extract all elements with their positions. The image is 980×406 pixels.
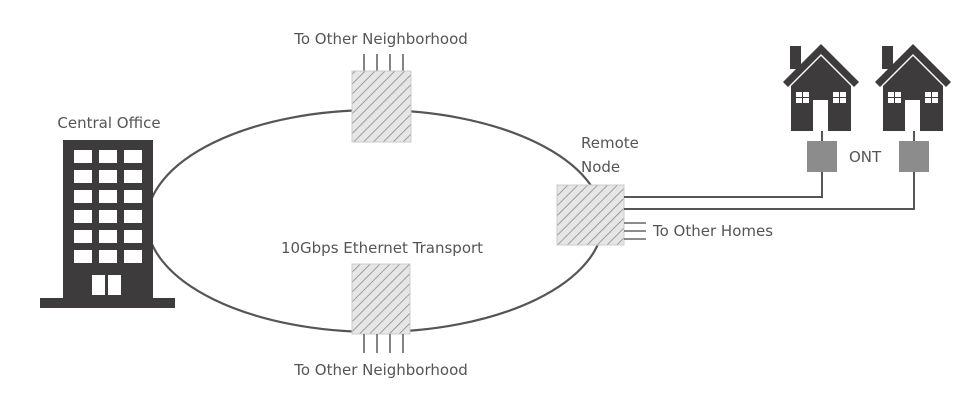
building-window [74, 170, 92, 183]
building-window [99, 210, 117, 223]
house-icon [783, 44, 859, 131]
building-window [74, 230, 92, 243]
building-window [124, 170, 142, 183]
ont-label: ONT [849, 148, 882, 166]
transport-label: 10Gbps Ethernet Transport [281, 239, 483, 257]
other-homes-stubs [624, 222, 646, 240]
house-icon [875, 44, 951, 131]
building-window [99, 230, 117, 243]
building-window [124, 250, 142, 263]
building-window [99, 190, 117, 203]
bottom-neighborhood-label: To Other Neighborhood [293, 361, 468, 379]
building-window [74, 210, 92, 223]
building-window [124, 230, 142, 243]
building-window [74, 250, 92, 263]
ont-box-right [899, 141, 929, 172]
central-office-label: Central Office [57, 114, 160, 132]
building-window [99, 150, 117, 163]
building-window [124, 190, 142, 203]
building-window [99, 170, 117, 183]
building-window [124, 210, 142, 223]
remote-node-label-line1: Remote [581, 134, 639, 152]
other-homes-label: To Other Homes [652, 222, 773, 240]
office-building-icon [40, 140, 175, 308]
bottom-neighborhood-switch [351, 263, 411, 353]
top-neighborhood-switch [351, 54, 412, 143]
remote-node-label-line2: Node [581, 158, 620, 176]
ont-box-left [807, 141, 837, 172]
top-neighborhood-label: To Other Neighborhood [293, 30, 468, 48]
fiber-lines [624, 131, 915, 210]
remote-node [556, 184, 625, 246]
building-window [99, 250, 117, 263]
building-window [74, 190, 92, 203]
building-window [74, 150, 92, 163]
building-window [124, 150, 142, 163]
